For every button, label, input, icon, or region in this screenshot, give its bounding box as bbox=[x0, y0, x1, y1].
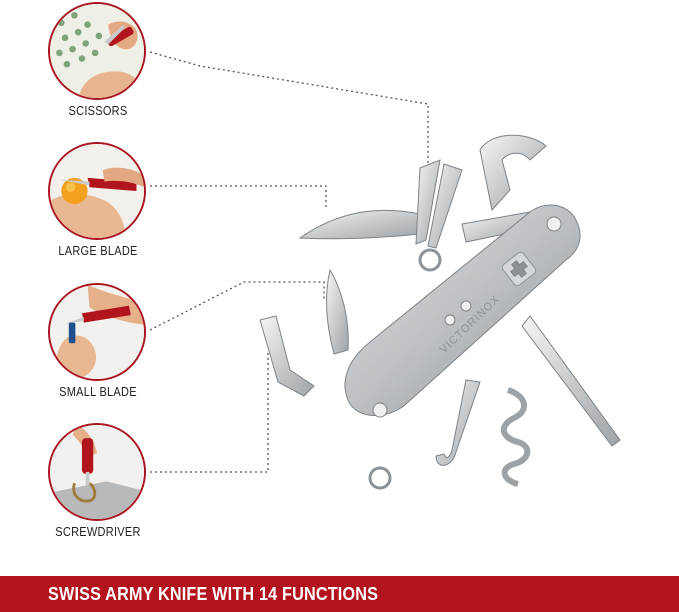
feature-label-large-blade: LARGE BLADE bbox=[58, 244, 138, 258]
feature-screwdriver: SCREWDRIVER bbox=[30, 423, 166, 543]
large-blade-photo-icon bbox=[48, 142, 146, 240]
screwdriver-photo-icon bbox=[48, 423, 146, 521]
feature-label-scissors: SCISSORS bbox=[68, 104, 128, 118]
feature-large-blade: LARGE BLADE bbox=[30, 142, 166, 262]
feature-scissors: SCISSORS bbox=[30, 2, 166, 122]
can-opener-tool bbox=[479, 134, 547, 212]
swiss-army-knife-image: VICTORINOX bbox=[259, 134, 621, 490]
large-blade-tool bbox=[298, 209, 421, 240]
footer-title: SWISS ARMY KNIFE WITH 14 FUNCTIONS bbox=[48, 584, 379, 604]
corkscrew-tool bbox=[501, 387, 531, 487]
feature-label-screwdriver: SCREWDRIVER bbox=[55, 525, 141, 539]
feature-small-blade: SMALL BLADE bbox=[30, 283, 166, 403]
feature-label-small-blade: SMALL BLADE bbox=[59, 385, 137, 399]
small-blade-tool bbox=[326, 268, 349, 355]
footer-banner: SWISS ARMY KNIFE WITH 14 FUNCTIONS bbox=[0, 576, 679, 612]
scissors-photo-icon bbox=[48, 2, 146, 100]
reamer-tool bbox=[521, 315, 621, 447]
small-blade-photo-icon bbox=[48, 283, 146, 381]
scissors-tool bbox=[415, 159, 441, 245]
